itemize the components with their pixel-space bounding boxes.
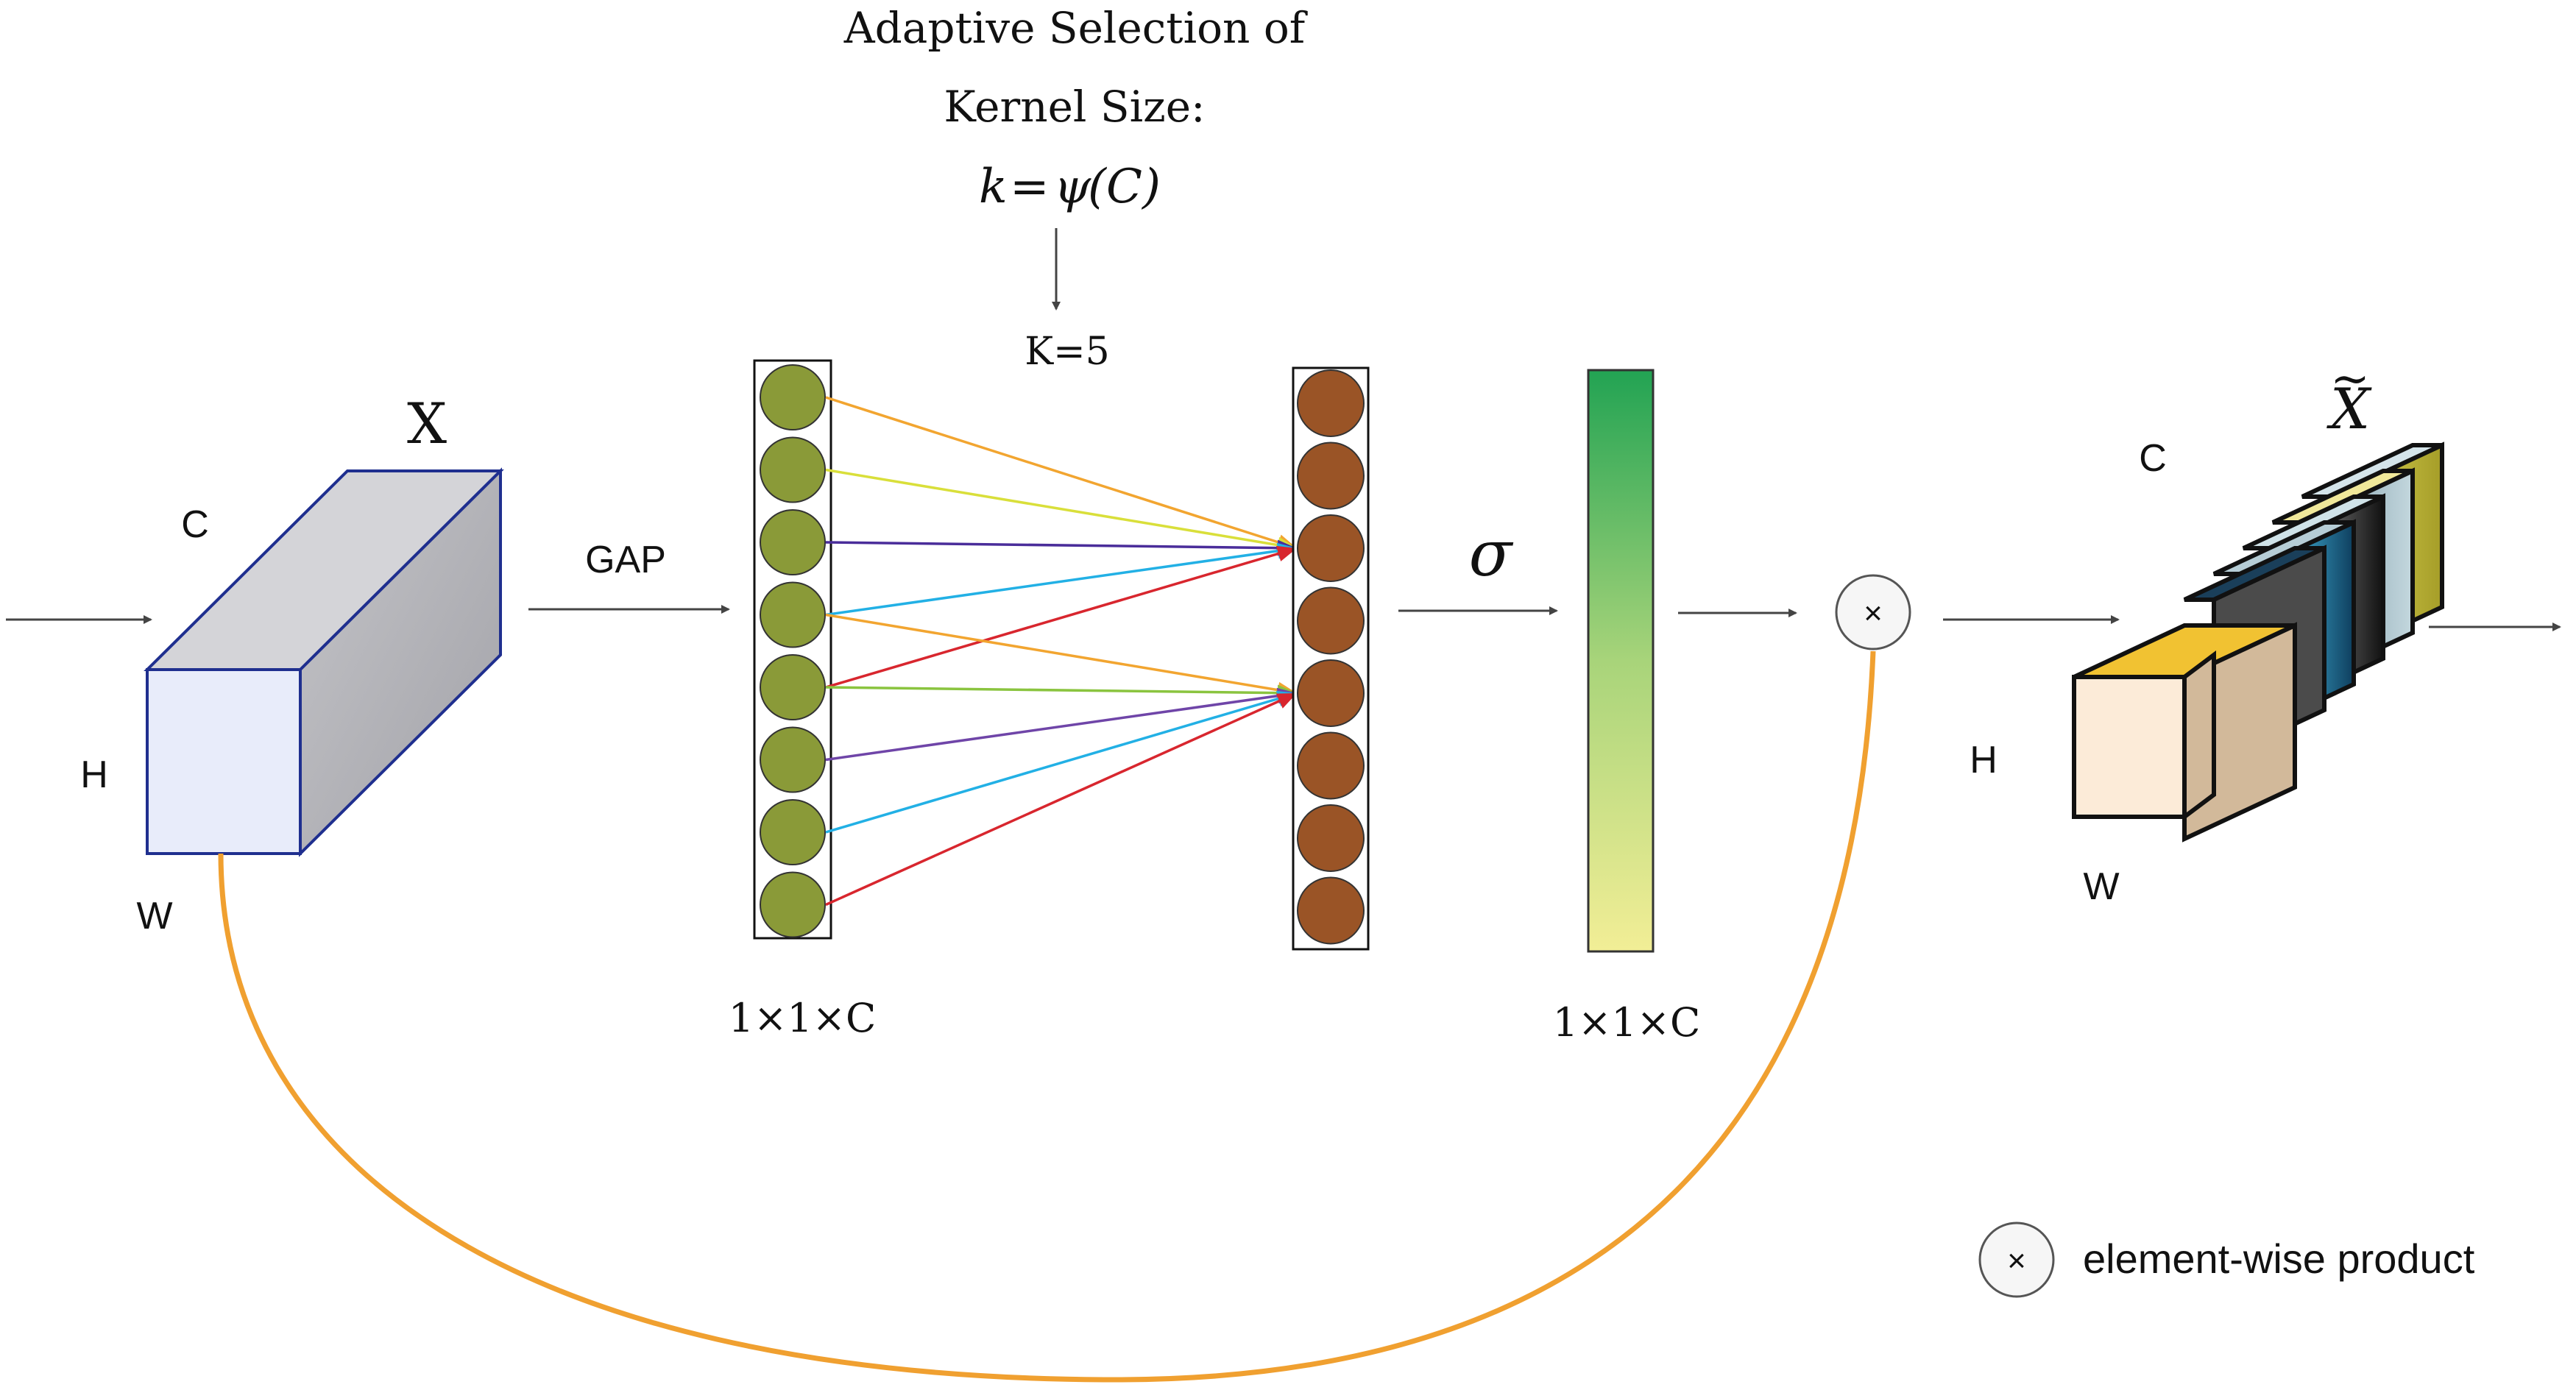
gap-node <box>760 654 826 720</box>
formula-psi: ψ <box>1054 160 1091 214</box>
output-dim-c: C <box>2139 437 2167 480</box>
kernel-connection-line <box>825 547 1298 617</box>
kernel-connection-line <box>825 541 1298 550</box>
input-tensor-name: X <box>407 391 447 456</box>
conv-node <box>1297 514 1365 582</box>
skip-connection <box>218 650 1876 1383</box>
multiply-symbol: × <box>1864 595 1883 631</box>
slab-1-edge <box>2074 625 2184 678</box>
channel-weight-vector <box>1587 369 1655 953</box>
kernel-connection-line <box>825 692 1298 762</box>
conv-node <box>1297 731 1365 800</box>
gap-node <box>760 871 826 938</box>
sigmoid-label: σ <box>1469 517 1514 591</box>
kernel-size-title: Adaptive Selection of Kernel Size: k = ψ… <box>843 3 1308 214</box>
output-front-side <box>2182 650 2216 821</box>
formula-arg: (C) <box>1088 160 1161 214</box>
legend-label: element-wise product <box>2083 1235 2475 1282</box>
gap-vector-dims: 1×1×C <box>729 995 877 1041</box>
legend-multiply-circle <box>1978 1221 2055 1298</box>
input-tensor-cube <box>144 467 504 857</box>
input-dim-w: W <box>136 895 172 937</box>
output-tensor-stack <box>2072 442 2444 843</box>
kernel-connection-line <box>825 686 1298 695</box>
title-line-1: Adaptive Selection of <box>843 3 1308 53</box>
input-dim-c: C <box>181 503 209 546</box>
kernel-size-label: K=5 <box>1025 330 1110 374</box>
kernel-connection-arrowhead <box>1275 545 1297 561</box>
conv-node <box>1297 876 1365 945</box>
kernel-connection-line <box>825 468 1298 550</box>
kernel-size-formula: k = ψ (C) <box>979 160 1161 214</box>
conv-node <box>1297 659 1365 727</box>
kernel-connection-line <box>825 396 1298 550</box>
conv-node <box>1297 586 1365 655</box>
formula-k: k <box>979 160 1008 214</box>
kernel-connection-line <box>825 613 1298 695</box>
legend-multiply-symbol: × <box>2007 1243 2026 1279</box>
weight-vector-dims: 1×1×C <box>1553 999 1701 1046</box>
conv-vector-nodes <box>1297 369 1365 945</box>
kernel-connections <box>825 396 1298 907</box>
output-dim-w: W <box>2083 865 2119 908</box>
conv-node <box>1297 369 1365 437</box>
title-line-2: Kernel Size: <box>944 82 1205 132</box>
multiply-circle <box>1835 574 1911 650</box>
gap-node <box>760 581 826 648</box>
gap-node <box>760 509 826 575</box>
legend: × element-wise product <box>1978 1221 2475 1298</box>
gap-label: GAP <box>585 539 666 581</box>
output-cube-front <box>2072 675 2187 819</box>
multiply-node: × <box>1835 574 1911 650</box>
kernel-connection-line <box>825 692 1298 907</box>
conv-node <box>1297 804 1365 872</box>
gap-node <box>760 726 826 793</box>
kernel-connection-line <box>825 692 1298 834</box>
output-dim-h: H <box>1970 739 1998 781</box>
gap-vector-nodes <box>760 364 826 938</box>
formula-equals: = <box>1010 160 1050 214</box>
output-tensor-tilde: ~ <box>2330 352 2370 406</box>
input-cube-front <box>146 668 302 855</box>
gap-node <box>760 799 826 865</box>
conv-node <box>1297 442 1365 510</box>
kernel-connection-line <box>825 547 1298 689</box>
kernel-connection-arrowhead <box>1275 693 1297 709</box>
input-dim-h: H <box>80 753 108 796</box>
output-tensor-name: X <box>2326 376 2372 442</box>
gap-node <box>760 364 826 430</box>
gap-node <box>760 436 826 503</box>
